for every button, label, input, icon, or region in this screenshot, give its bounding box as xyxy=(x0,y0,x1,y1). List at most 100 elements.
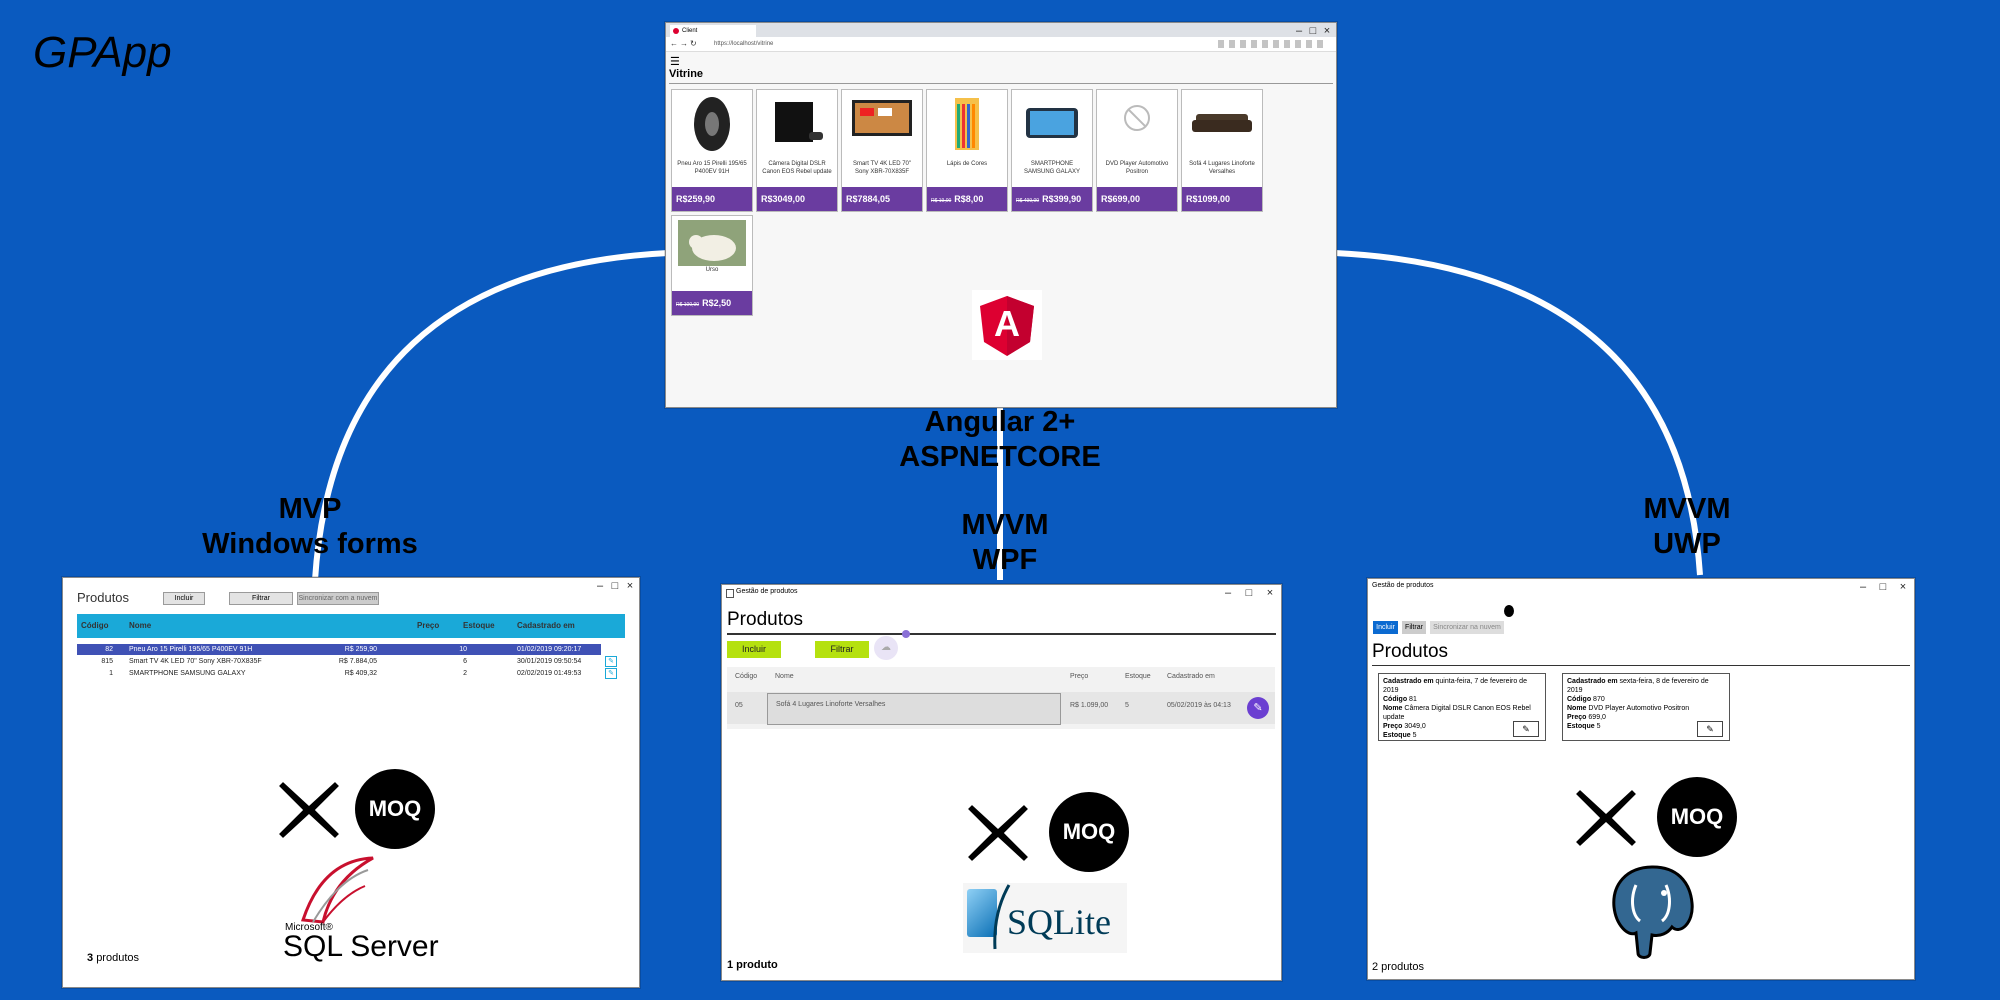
card-date-line: Cadastrado em quinta-feira, 7 de feverei… xyxy=(1383,677,1541,695)
filter-button[interactable]: Filtrar xyxy=(229,592,293,605)
cell-name: Pneu Aro 15 Pirelli 195/65 P400EV 91H xyxy=(129,646,253,653)
product-card[interactable]: Cadastrado em sexta-feira, 8 de fevereir… xyxy=(1562,673,1730,741)
add-button[interactable]: Incluir xyxy=(1373,621,1398,634)
card-date-label: Cadastrado em xyxy=(1567,678,1618,685)
cell-name: SMARTPHONE SAMSUNG GALAXY xyxy=(129,670,246,677)
add-button[interactable]: Incluir xyxy=(163,592,205,605)
no-image-icon xyxy=(1103,94,1171,154)
extension-icons xyxy=(1218,40,1328,48)
card-date-value: sexta-feira, 8 de fevereiro de 2019 xyxy=(1567,678,1709,694)
xunit-icon xyxy=(274,777,344,843)
product-name: Lápis de Cores xyxy=(946,161,988,167)
product-card[interactable]: Cadastrado em quinta-feira, 7 de feverei… xyxy=(1378,673,1546,741)
uwp-window-title: Gestão de produtos xyxy=(1372,582,1434,589)
sync-button[interactable]: Sincronizar com a nuvem xyxy=(297,592,379,605)
row-name-field[interactable]: Sofá 4 Lugares Linoforte Versalhes xyxy=(767,693,1061,725)
maximize-icon[interactable]: □ xyxy=(1879,581,1887,593)
product-price-bar: R$699,00 xyxy=(1097,187,1177,211)
card-stock-label: Estoque xyxy=(1567,723,1595,730)
footer-label: produtos xyxy=(96,952,139,964)
tire-icon xyxy=(678,94,746,154)
footer-count: 3 xyxy=(87,952,94,964)
minimize-icon[interactable]: – xyxy=(1859,581,1867,593)
add-button[interactable]: Incluir xyxy=(727,641,781,658)
edit-icon[interactable]: ✎ xyxy=(605,668,617,679)
card-price-value: 3049,0 xyxy=(1402,723,1426,730)
minimize-icon[interactable]: – xyxy=(1224,587,1232,599)
cloud-sync-icon[interactable]: ☁ xyxy=(874,636,898,660)
sofa-icon xyxy=(1188,94,1256,154)
col-date[interactable]: Cadastrado em xyxy=(517,621,575,630)
minimize-icon[interactable]: – xyxy=(596,580,604,592)
close-icon[interactable]: × xyxy=(626,580,634,592)
address-bar[interactable]: https://localhost/vitrine xyxy=(714,41,774,47)
angular-shield-icon xyxy=(980,296,1034,356)
browser-window: Client – □ × ← → ↻ https://localhost/vit… xyxy=(665,22,1337,408)
col-code[interactable]: Código xyxy=(735,673,758,680)
sql-server-brand: Microsoft® xyxy=(285,922,333,933)
forward-icon[interactable]: → xyxy=(680,39,688,48)
close-icon[interactable]: × xyxy=(1323,25,1331,37)
product-price: R$3049,00 xyxy=(761,194,806,204)
winforms-footer: 3 produtos xyxy=(87,952,139,964)
maximize-icon[interactable]: □ xyxy=(611,580,619,592)
browser-tab[interactable]: Client xyxy=(670,25,756,37)
col-name[interactable]: Nome xyxy=(775,673,794,680)
product-price: R$7884,05 xyxy=(846,194,891,204)
col-stock[interactable]: Estoque xyxy=(1125,673,1151,680)
pencils-icon xyxy=(933,94,1001,154)
sql-server-name: SQL Server xyxy=(283,930,439,963)
sqlite-cube-icon xyxy=(967,889,997,937)
card-name-line: Nome DVD Player Automotivo Positron xyxy=(1567,704,1725,713)
minimize-icon[interactable]: – xyxy=(1295,25,1303,37)
edit-icon[interactable]: ✎ xyxy=(1247,697,1269,719)
cell-date: 01/02/2019 09:20:17 xyxy=(517,646,582,653)
xunit-icon xyxy=(1571,785,1641,851)
grid-header: Código Nome Preço Estoque Cadastrado em xyxy=(77,614,625,638)
tv-icon xyxy=(848,94,916,154)
product-card[interactable]: Câmera Digital DSLR Canon EOS Rebel upda… xyxy=(756,89,838,212)
filter-button[interactable]: Filtrar xyxy=(815,641,869,658)
col-price[interactable]: Preço xyxy=(1070,673,1089,680)
filter-button[interactable]: Filtrar xyxy=(1402,621,1426,634)
back-icon[interactable]: ← xyxy=(670,39,678,48)
card-code-label: Código xyxy=(1383,696,1408,703)
col-code[interactable]: Código xyxy=(81,621,109,630)
wpf-window: Gestão de produtos – □ × Produtos Inclui… xyxy=(721,584,1282,981)
edit-icon[interactable]: ✎ xyxy=(605,656,617,667)
hamburger-icon[interactable]: ☰ xyxy=(670,56,680,68)
col-price[interactable]: Preço xyxy=(417,621,440,630)
moq-logo-text: MOQ xyxy=(1062,819,1116,844)
close-icon[interactable]: × xyxy=(1266,587,1274,599)
edit-icon[interactable]: ✎ xyxy=(1697,721,1723,737)
maximize-icon[interactable]: □ xyxy=(1309,25,1317,37)
close-icon[interactable]: × xyxy=(1899,581,1907,593)
sync-button[interactable]: Sincronizar na nuvem xyxy=(1430,621,1504,634)
wpf-title-divider xyxy=(727,633,1276,635)
product-name: DVD Player Automotivo Positron xyxy=(1105,161,1169,175)
col-date[interactable]: Cadastrado em xyxy=(1167,673,1215,680)
product-price-bar: R$7884,05 xyxy=(842,187,922,211)
col-name[interactable]: Nome xyxy=(129,621,152,630)
edit-icon[interactable]: ✎ xyxy=(1513,721,1539,737)
card-name-value: DVD Player Automotivo Positron xyxy=(1586,705,1690,712)
cell-code: 815 xyxy=(101,658,113,665)
col-stock[interactable]: Estoque xyxy=(463,621,495,630)
reload-icon[interactable]: ↻ xyxy=(690,39,697,48)
line-to-uwp xyxy=(1334,250,1703,576)
product-name: Sofá 4 Lugares Linoforte Versalhes xyxy=(1189,161,1255,175)
table-row[interactable]: 05 Sofá 4 Lugares Linoforte Versalhes R$… xyxy=(727,692,1275,725)
maximize-icon[interactable]: □ xyxy=(1245,587,1253,599)
label-wpf-line2: WPF xyxy=(972,544,1038,576)
